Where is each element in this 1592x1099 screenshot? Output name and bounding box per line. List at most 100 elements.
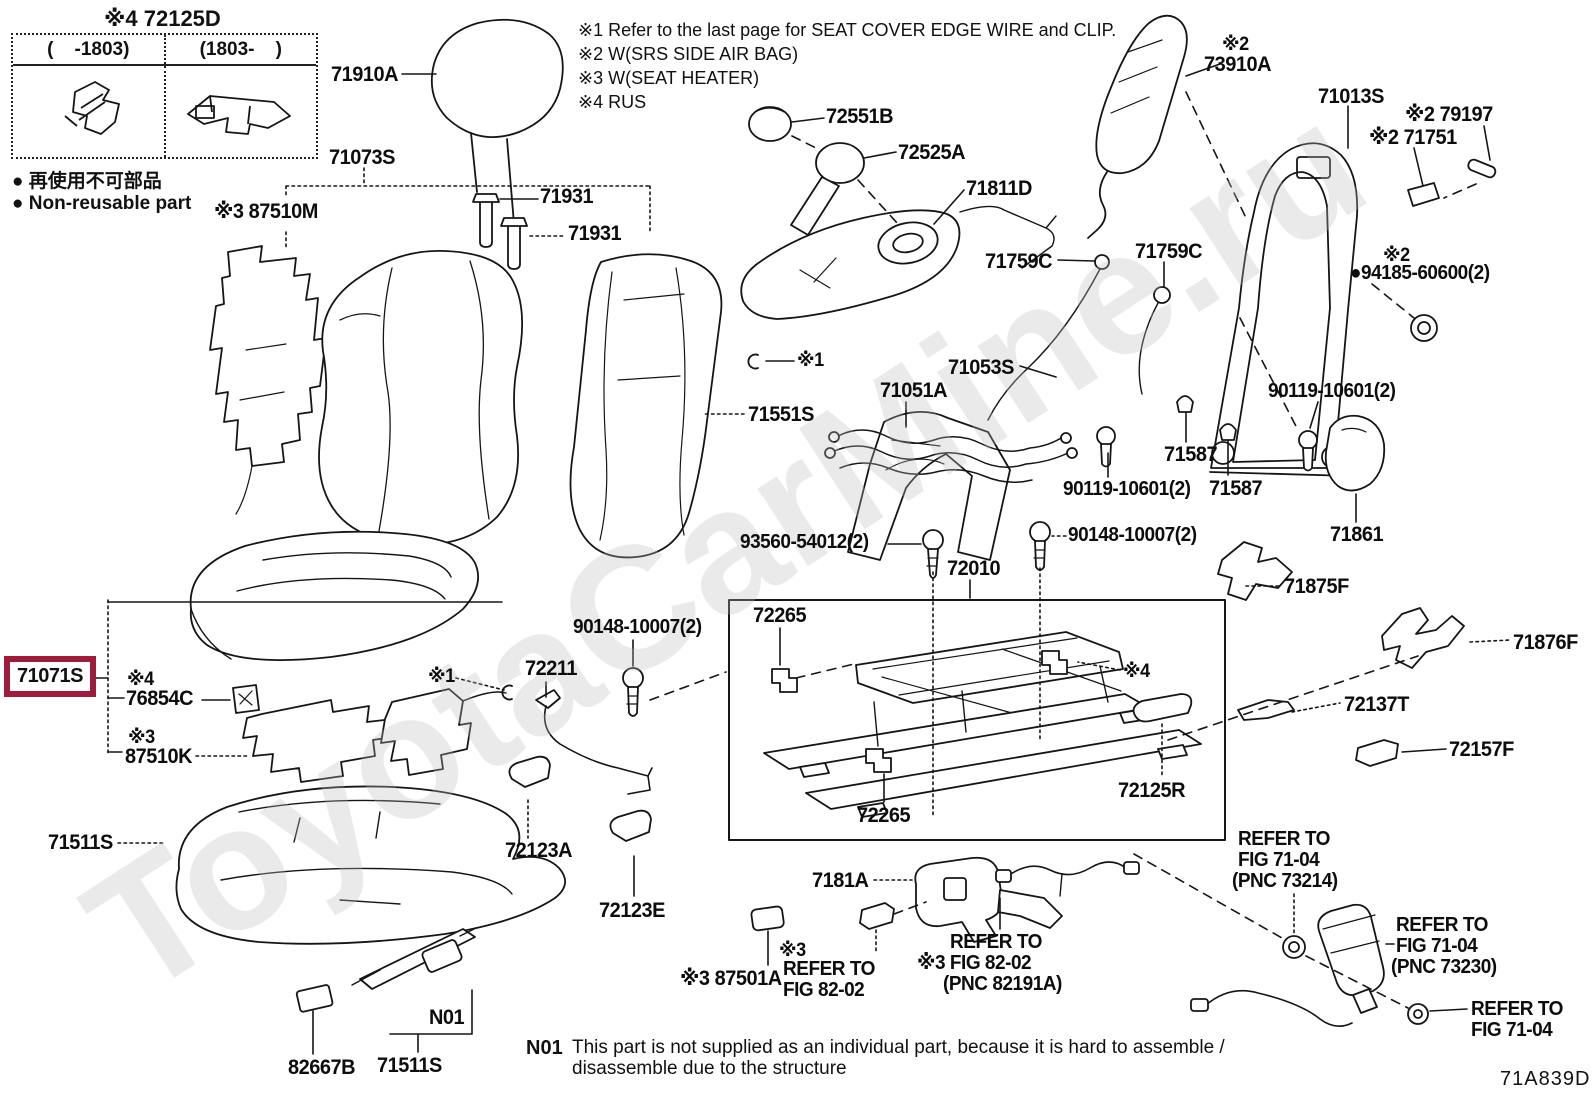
label-76854C: 76854C: [126, 687, 194, 710]
label-71051A: 71051A: [880, 379, 948, 402]
label-71875F: 71875F: [1284, 575, 1349, 598]
sketch-cushion-heater-pad: [242, 699, 402, 783]
label-71053S: 71053S: [948, 356, 1014, 379]
sketch-back-lower-frame: [847, 410, 1011, 561]
sketch-track-rail-2: [805, 729, 1202, 810]
diagram-code: 71A839D: [1500, 1068, 1591, 1090]
legend-clip-late-icon: [186, 95, 291, 135]
label-71759C-right: 71759C: [1135, 240, 1203, 263]
sketch-bolt-90148-left: [622, 667, 644, 717]
label-72211: 72211: [525, 657, 578, 680]
label-71931-lower: 71931: [568, 222, 622, 245]
label-90119-right: 90119-10601(2): [1268, 380, 1396, 402]
sketch-screw-93560: [922, 529, 944, 579]
label-refer-73230-1: REFER TO: [1396, 914, 1488, 936]
sketch-cushion-heater-pad-2: [380, 688, 472, 776]
sketch-shield-71861: [1324, 414, 1386, 492]
sketch-part-82667B: [295, 984, 334, 1013]
sketch-lever-72125R: [1132, 693, 1193, 723]
label-72125R: 72125R: [1118, 779, 1186, 802]
label-72265-top: 72265: [753, 604, 807, 627]
label-71073S: 71073S: [329, 146, 395, 169]
label-93560: 93560-54012(2): [740, 531, 869, 553]
label-N01-part: N01: [429, 1006, 465, 1029]
legend-header-row: ( -1803) (1803- ): [13, 35, 316, 66]
legend-clip-early-icon: [64, 81, 120, 135]
note-non-reusable-en: ● Non-reusable part: [12, 193, 192, 214]
label-mark4-seat: ※4: [127, 669, 154, 690]
sketch-clip-72265-top: [771, 668, 798, 693]
sketch-connector-8202: [859, 902, 895, 930]
leader-lines-dotted: [107, 167, 1511, 953]
label-refer-73230-2: FIG 71-04: [1396, 935, 1478, 957]
label-refer-8202a-2: FIG 82-02: [783, 979, 865, 1001]
label-71587-lower: 71587: [1209, 477, 1263, 500]
sketch-pin-79197: [1467, 158, 1497, 179]
label-71587-upper: 71587: [1164, 443, 1218, 466]
label-refer-73214-3: (PNC 73214): [1232, 870, 1338, 892]
label-71013S: 71013S: [1318, 85, 1384, 108]
sketch-seatback-cover: [318, 250, 524, 546]
label-90148-right: 90148-10007(2): [1068, 524, 1197, 546]
label-71551S: 71551S: [748, 403, 814, 426]
sketch-spring-mat: [824, 429, 1078, 483]
legend-title: ※4 72125D: [104, 6, 221, 31]
label-72010: 72010: [947, 557, 1001, 580]
label-72123A: 72123A: [505, 839, 573, 862]
note-non-reusable-jp: ● 再使用不可部品: [12, 171, 162, 192]
label-71876F: 71876F: [1513, 631, 1578, 654]
label-71910A: 71910A: [331, 63, 399, 86]
label-72525A: 72525A: [898, 141, 966, 164]
label-82667B: 82667B: [288, 1056, 356, 1079]
sketch-clip-mark4: [1041, 650, 1068, 675]
remark-note-2: ※2 W(SRS SIDE AIR BAG): [578, 44, 799, 64]
sketch-cushion-cover: [189, 530, 479, 662]
label-refer-8202a-1: REFER TO: [783, 958, 875, 980]
sketch-buckle-wire: [1205, 989, 1353, 1027]
label-90119-left: 90119-10601(2): [1063, 478, 1191, 500]
sketch-clip-71759C-left: [1094, 254, 1110, 270]
label-87510M: ※3 87510M: [214, 200, 318, 223]
label-refer-8202b-3: (PNC 82191A): [943, 973, 1062, 995]
sketch-clip-76854C: [232, 684, 260, 714]
sketch-bolt-90119-left: [1096, 426, 1116, 468]
sketch-headrest: [430, 18, 564, 138]
remark-note-1: ※1 Refer to the last page for SEAT COVER…: [578, 20, 1117, 40]
label-refer-8202b-2: ※3 FIG 82-02: [917, 952, 1032, 974]
label-mark3-pad: ※3: [128, 727, 155, 748]
label-90148-left: 90148-10007(2): [573, 616, 702, 638]
remark-note-4: ※4 RUS: [578, 92, 647, 112]
sketch-cap-71587-upper: [1176, 395, 1194, 413]
legend-cell-early: [13, 66, 166, 157]
label-73910A-mark: ※2: [1222, 34, 1249, 55]
sketch-clip-72123A: [508, 755, 551, 788]
label-71511S-left: 71511S: [48, 831, 113, 854]
sketch-pad-87501A: [750, 905, 785, 932]
sketch-track-box: [728, 599, 1226, 841]
label-71811D: 71811D: [966, 177, 1032, 200]
sketch-bolt-90119-right: [1298, 430, 1318, 472]
label-71931-upper: 71931: [540, 185, 594, 208]
sketch-slide-motor: [421, 939, 463, 973]
label-71759C-left: 71759C: [985, 250, 1053, 273]
sketch-ring-73214: [1282, 935, 1306, 959]
label-71751: ※2 71751: [1369, 126, 1457, 149]
footnote-code: N01: [526, 1037, 563, 1059]
sketch-knob-72551B: [748, 106, 792, 142]
selected-part-71071S[interactable]: 71071S: [4, 656, 96, 697]
label-7181A: 7181A: [812, 869, 869, 892]
label-mark1-top: ※1: [797, 350, 824, 371]
sketch-side-airbag: [1095, 14, 1188, 175]
sketch-clip-71759C-right: [1153, 286, 1171, 304]
label-71861: 71861: [1330, 523, 1384, 546]
sketch-clip-72265-bottom: [865, 748, 892, 773]
sketch-cushion-pad: [175, 785, 566, 945]
label-72137T: 72137T: [1344, 693, 1409, 716]
label-87501A: ※3 87501A: [680, 967, 782, 990]
sketch-clip-72123E: [609, 809, 652, 842]
label-refer-7104-2: FIG 71-04: [1471, 1019, 1553, 1041]
label-refer-73230-3: (PNC 73230): [1391, 956, 1497, 978]
label-73910A: 73910A: [1204, 53, 1272, 76]
